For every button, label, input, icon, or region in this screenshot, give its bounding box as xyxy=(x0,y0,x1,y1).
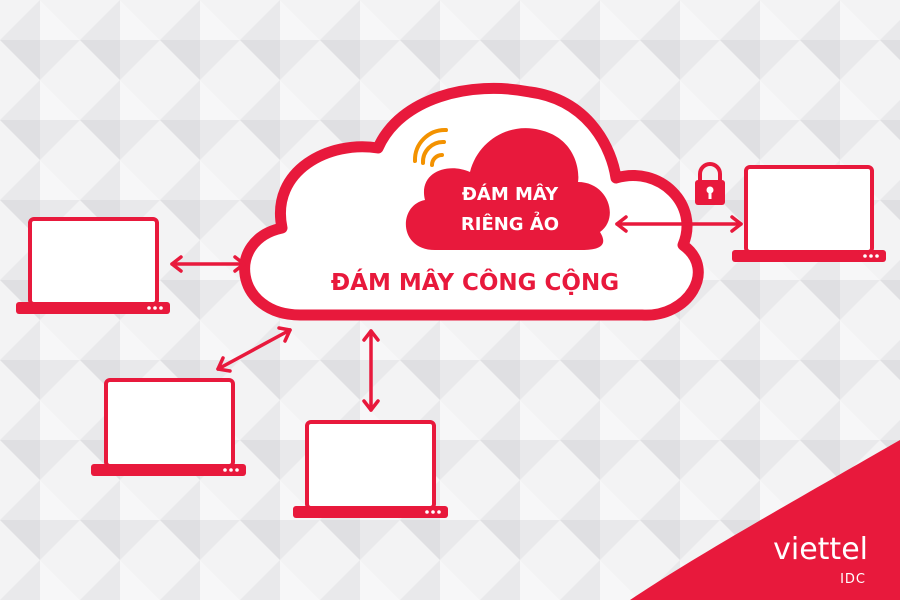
brand-name: viettel xyxy=(773,532,868,567)
private-cloud-shape xyxy=(405,128,610,250)
brand-sub: IDC xyxy=(840,572,866,587)
brand-logo: viettel IDC xyxy=(630,440,900,600)
double-arrow-icon xyxy=(615,215,743,233)
brand-corner-shape xyxy=(630,440,900,600)
private-cloud-label-line2: RIÊNG ẢO xyxy=(461,212,559,235)
laptop-icon xyxy=(732,165,886,262)
private-cloud: ĐÁM MÂY RIÊNG ẢO xyxy=(405,128,610,250)
laptop-icon xyxy=(293,420,448,518)
connection-arrows xyxy=(170,215,743,412)
double-arrow-icon xyxy=(362,329,380,412)
laptop-icon xyxy=(16,217,170,314)
public-cloud-label: ĐÁM MÂY CÔNG CỘNG xyxy=(331,268,619,296)
lock-icon xyxy=(695,162,725,205)
laptop-icon xyxy=(91,378,246,476)
private-cloud-label-line1: ĐÁM MÂY xyxy=(462,183,559,205)
double-arrow-icon xyxy=(216,326,292,373)
double-arrow-icon xyxy=(170,255,246,273)
wifi-signal-icon xyxy=(412,127,448,167)
